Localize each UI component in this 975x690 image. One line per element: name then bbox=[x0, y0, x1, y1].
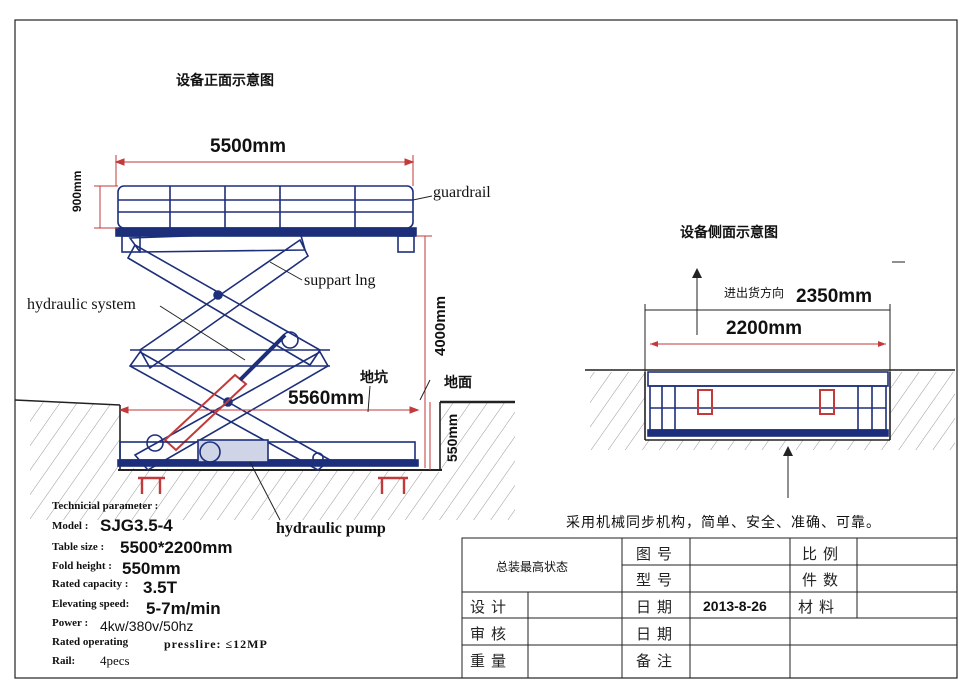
tech-key-table-size: Table size : bbox=[52, 541, 105, 553]
tech-key-speed: Elevating speed: bbox=[52, 598, 130, 610]
tb-sheji: 设计 bbox=[470, 598, 513, 616]
dim-550-label: 550mm bbox=[444, 413, 460, 462]
tech-val-capacity: 3.5T bbox=[143, 578, 178, 597]
dim-2350-label: 2350mm bbox=[796, 286, 873, 307]
design-note: 采用机械同步机构，简单、安全、准确、可靠。 bbox=[566, 515, 881, 531]
scissor-arm-b bbox=[126, 243, 322, 367]
tech-val-model: SJG3.5-4 bbox=[100, 516, 173, 535]
label-ground: 地面 bbox=[444, 375, 472, 391]
tech-key-rail: Rail: bbox=[52, 655, 76, 667]
dim-2200-label: 2200mm bbox=[726, 318, 803, 339]
foot-right bbox=[378, 476, 408, 494]
tb-shenhe: 审核 bbox=[470, 625, 513, 643]
tech-key-pressure: Rated operating bbox=[52, 636, 129, 648]
tb-bili: 比例 bbox=[802, 545, 845, 563]
tb-riqi-1: 日期 bbox=[636, 598, 679, 616]
side-cylinder-left bbox=[697, 389, 713, 415]
tech-heading: Technicial parameter : bbox=[52, 500, 159, 512]
scissor-arm-e bbox=[133, 350, 330, 472]
side-view-title: 设备侧面示意图 bbox=[680, 225, 778, 241]
tb-zhongliang: 重量 bbox=[470, 652, 513, 670]
tb-date-value: 2013-8-26 bbox=[703, 598, 767, 614]
hydraulic-cylinder bbox=[163, 373, 248, 452]
table-deck bbox=[115, 227, 417, 237]
tech-val-fold-height: 550mm bbox=[122, 559, 181, 578]
ground-line-left bbox=[14, 399, 121, 406]
dim-5500-label: 5500mm bbox=[210, 136, 287, 157]
tech-val-table-size: 5500*2200mm bbox=[120, 538, 233, 557]
tb-tuhao: 图号 bbox=[636, 545, 679, 563]
leaders bbox=[159, 195, 433, 521]
tech-val-rail: 4pecs bbox=[100, 653, 130, 668]
front-view-title: 设备正面示意图 bbox=[176, 73, 274, 89]
front-view bbox=[14, 185, 515, 520]
side-ground-hatch bbox=[590, 372, 955, 450]
tb-beizhu: 备注 bbox=[636, 652, 679, 670]
dim-4000-label: 4000mm bbox=[432, 295, 449, 356]
ground-hatch-left bbox=[30, 402, 515, 520]
label-pit: 地坑 bbox=[360, 370, 388, 386]
tb-xinghao: 型号 bbox=[636, 571, 679, 589]
title-block-grid bbox=[461, 537, 958, 679]
tech-key-capacity: Rated capacity : bbox=[52, 578, 129, 590]
hydraulic-pump-unit bbox=[197, 439, 269, 463]
tech-val-power: 4kw/380v/50hz bbox=[100, 618, 194, 634]
label-hydraulic-pump: hydraulic pump bbox=[276, 520, 386, 537]
tech-key-power: Power : bbox=[52, 617, 89, 629]
tb-jianshu: 件数 bbox=[802, 571, 845, 589]
guardrail-frame bbox=[117, 185, 414, 229]
tech-val-pressure: presslire: ≤12MP bbox=[164, 637, 268, 651]
side-view bbox=[585, 369, 955, 450]
tech-key-model: Model : bbox=[52, 520, 89, 532]
foot-left bbox=[138, 476, 165, 494]
tb-riqi-2: 日期 bbox=[636, 625, 679, 643]
side-cylinder-right bbox=[819, 389, 835, 415]
direction-label: 进出货方向 bbox=[724, 286, 785, 300]
tech-val-speed: 5-7m/min bbox=[146, 599, 221, 618]
scissor-arm-d bbox=[128, 350, 332, 471]
label-support-leg: suppart lng bbox=[304, 272, 376, 289]
label-guardrail: guardrail bbox=[433, 184, 491, 201]
scissor-arm-c bbox=[138, 238, 310, 370]
side-dims bbox=[644, 261, 905, 498]
label-hydraulic-system: hydraulic system bbox=[27, 296, 136, 313]
tech-key-fold-height: Fold height : bbox=[52, 560, 112, 572]
dim-900-label: 900mm bbox=[70, 170, 84, 212]
tb-main: 总装最高状态 bbox=[496, 560, 569, 574]
dim-5560-label: 5560mm bbox=[288, 388, 365, 409]
tb-cailiao: 材料 bbox=[798, 598, 841, 616]
